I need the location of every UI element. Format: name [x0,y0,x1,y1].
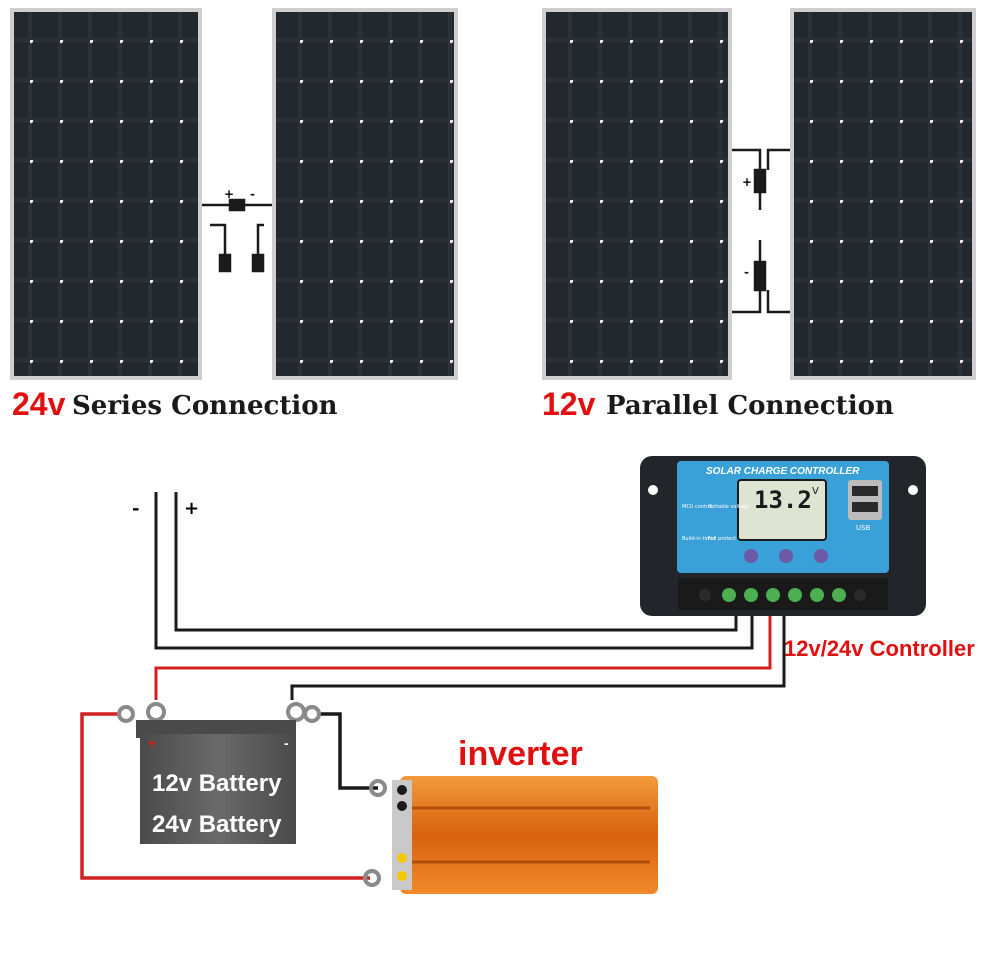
input-plus-mark: + [184,498,199,519]
battery [136,720,296,844]
series-voltage-label: 24v [12,386,66,422]
controller-title: SOLAR CHARGE CONTROLLER [706,466,860,477]
series-panel-left [10,8,202,380]
controller-display-unit: V [812,486,819,497]
parallel-voltage-label: 12v [542,386,596,422]
parallel-mc4-connectors [732,148,790,314]
controller-icon-label-mcu: MCU control [682,504,712,510]
series-panel-right [272,8,458,380]
series-plus-mark: + [224,187,234,201]
parallel-connection-label: Parallel Connection [606,391,894,421]
battery-charge-wires [154,612,786,700]
battery-label-12v: 12v Battery [152,770,282,797]
panel-input-wires [154,492,754,650]
inverter-unit [392,776,658,894]
inverter-label: inverter [458,735,583,773]
charge-controller [640,456,926,616]
parallel-panel-right [790,8,976,380]
parallel-panel-left [542,8,732,380]
battery-label-24v: 24v Battery [152,811,282,838]
series-mc4-connectors [202,198,272,273]
battery-minus-mark: - [284,735,289,751]
controller-icon-label-timer: Build-in timer [682,536,717,542]
controller-icon-label-voltage: Settable voltage [708,504,749,510]
controller-caption: 12v/24v Controller [784,636,975,661]
battery-plus-mark: + [148,735,156,751]
controller-usb-label: USB [856,524,871,532]
controller-icon-label-protect: Full protect [708,536,736,542]
ring-terminals [117,702,387,887]
series-connection-label: Series Connection [72,391,338,421]
parallel-minus-mark: - [744,265,749,279]
inverter-wires [80,712,378,880]
parallel-plus-mark: + [742,175,752,189]
controller-display-value: 13.2 [754,486,812,514]
series-minus-mark: - [250,187,255,201]
input-minus-mark: - [132,498,139,519]
